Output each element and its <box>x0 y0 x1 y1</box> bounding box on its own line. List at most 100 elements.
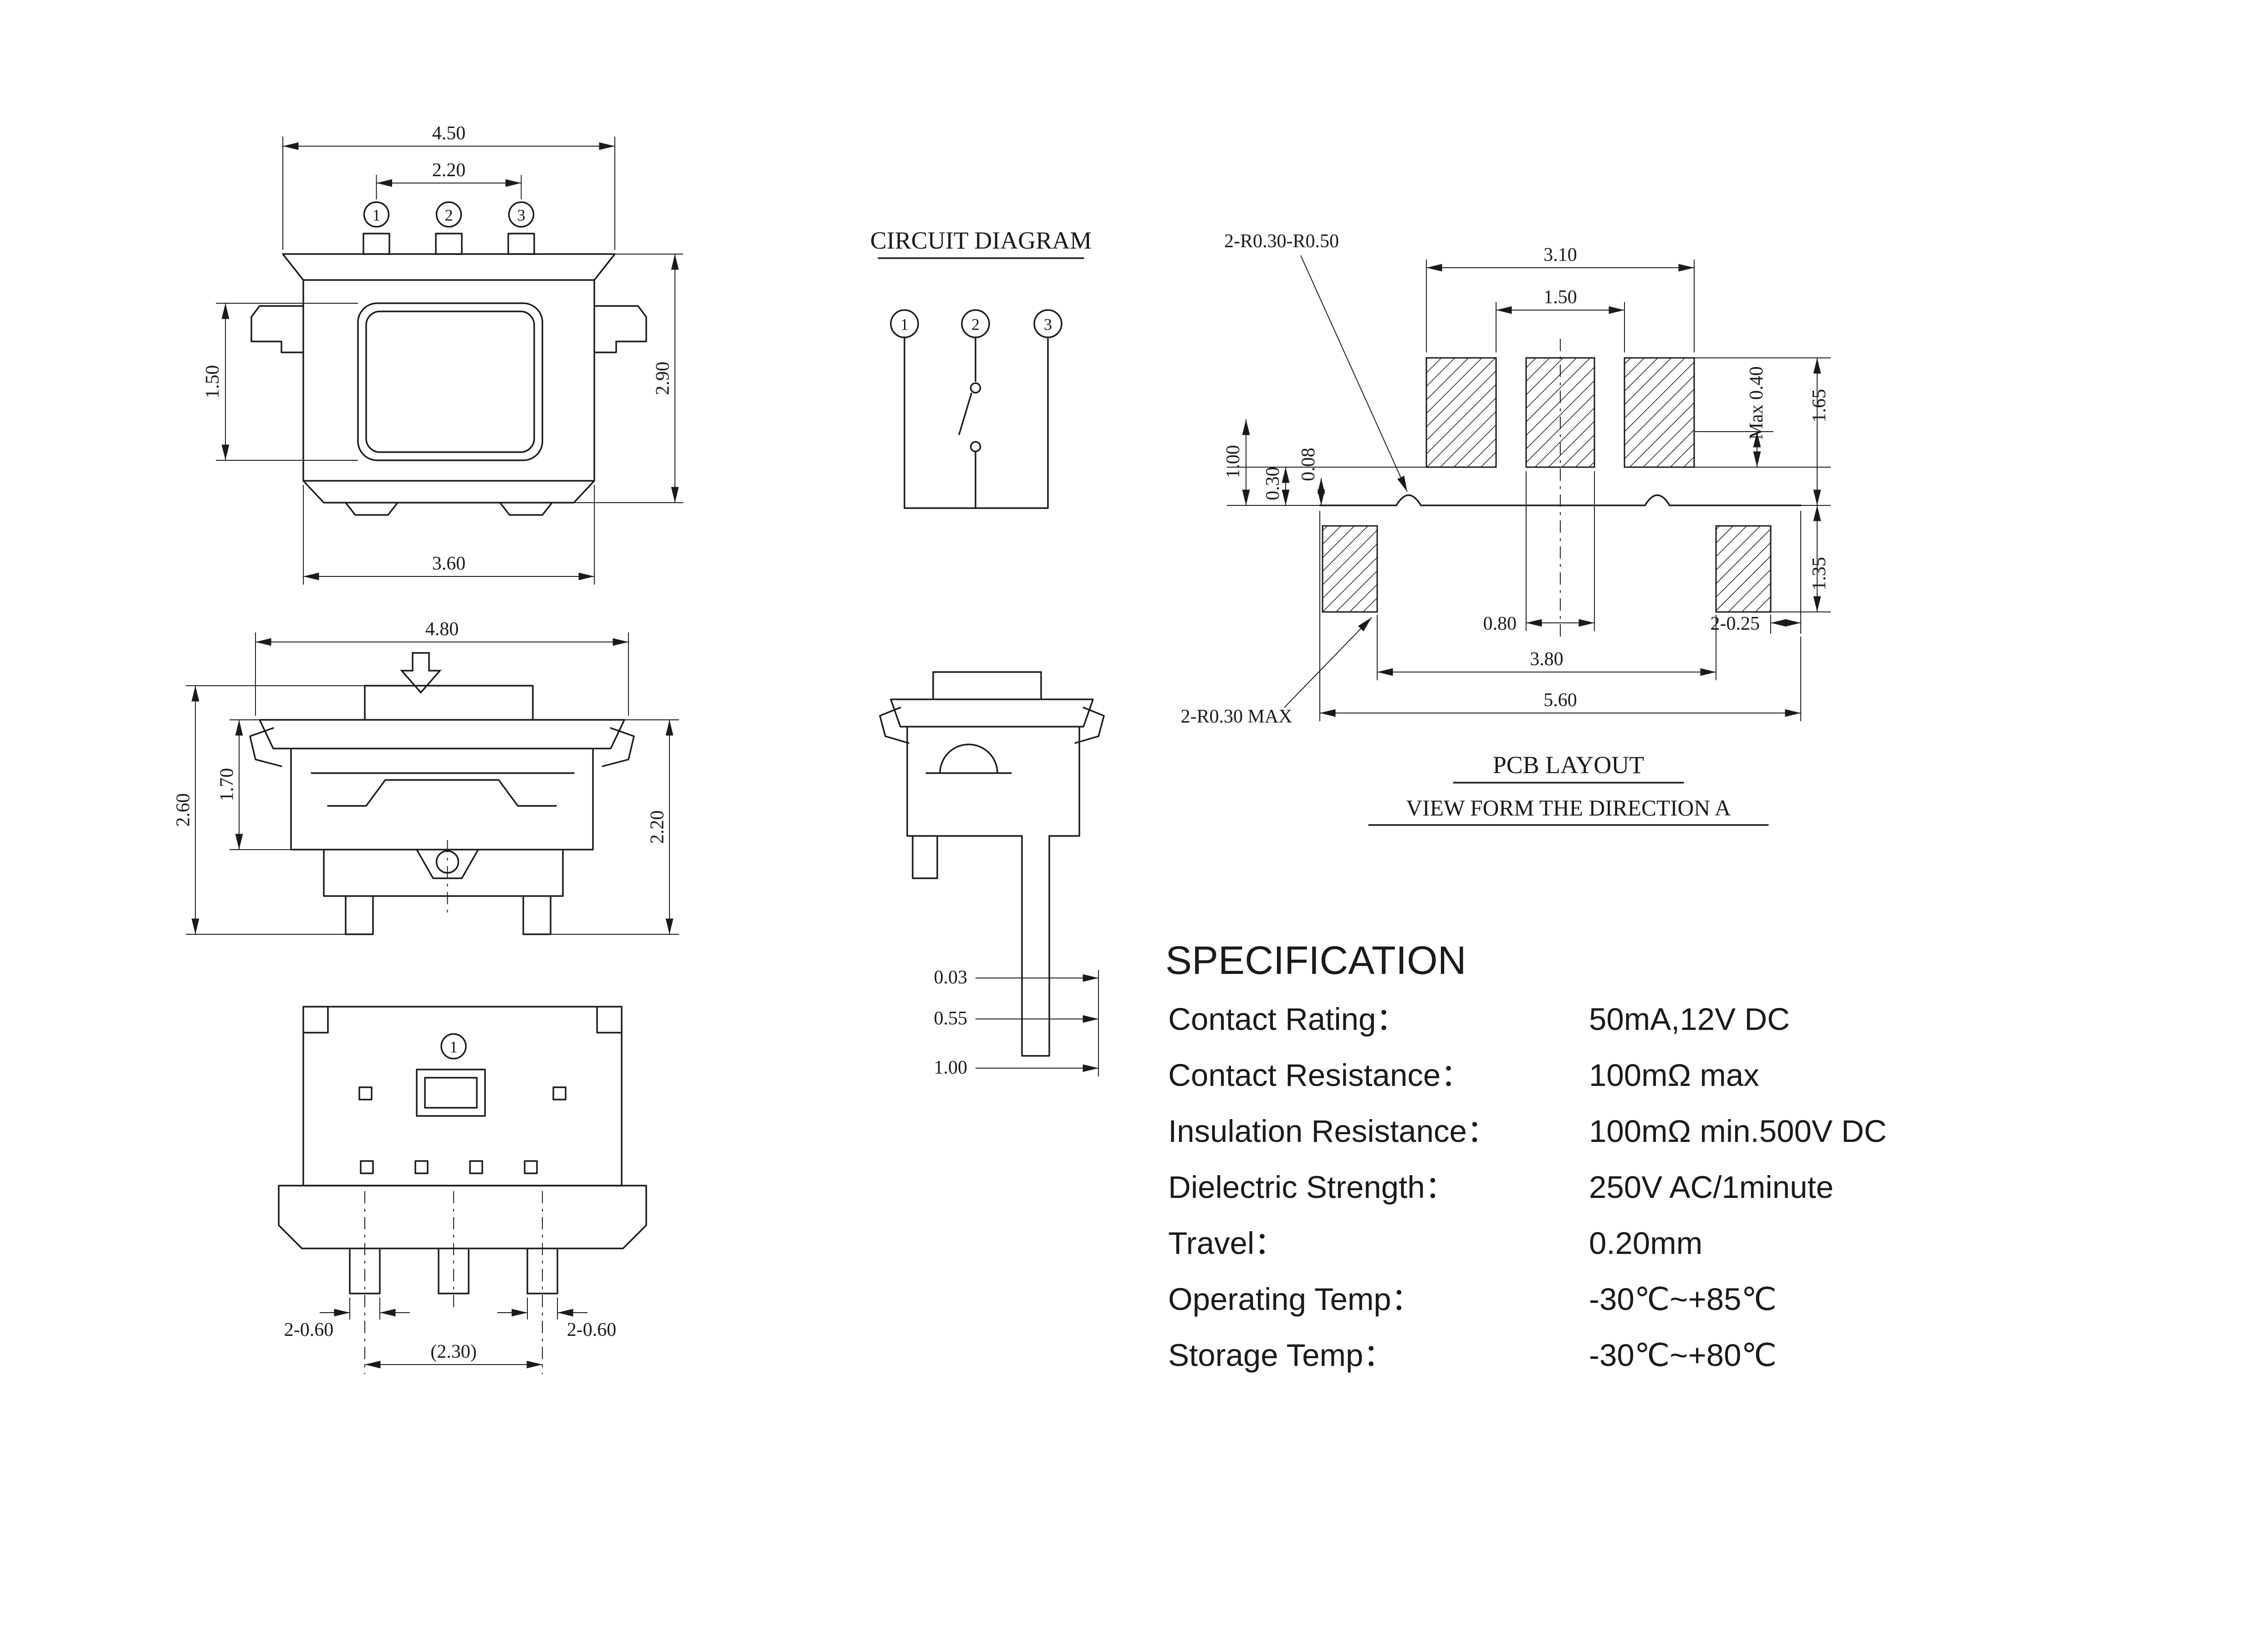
section-hook-right <box>1074 707 1105 744</box>
section-button <box>932 671 1042 700</box>
inner-contact <box>327 779 557 807</box>
housing <box>290 748 594 851</box>
dim-center-pad-width: 0.80 <box>1483 613 1517 634</box>
dim-button-height: 1.50 <box>202 365 223 399</box>
spec-row-value: -30℃~+85℃ <box>1589 1282 1777 1317</box>
terminal-1-label: 1 <box>373 206 381 224</box>
dim-housing-height: 1.70 <box>217 768 238 802</box>
leg-left <box>345 895 374 935</box>
switch-blade <box>958 392 972 435</box>
button-outer <box>357 302 543 461</box>
pad-square <box>552 1086 567 1100</box>
dim-leg-span: (2.30) <box>430 1341 476 1362</box>
dim-leg-width-left: 2-0.60 <box>284 1319 334 1340</box>
pcb-layout: 3.10 1.50 1.00 0.30 0.08 Max 0.40 1.65 1… <box>1180 231 1831 826</box>
pcb-pad-top-left <box>1425 357 1497 468</box>
dim-135: 1.35 <box>1809 557 1830 591</box>
section-housing <box>906 726 1080 837</box>
switch-contact-upper <box>970 382 981 394</box>
terminal-2-label: 2 <box>445 206 453 224</box>
dim-foot-height: 0.55 <box>934 1008 968 1029</box>
pcb-subtitle: VIEW FORM THE DIRECTION A <box>1406 795 1731 820</box>
switch-contact-lower <box>970 441 981 453</box>
circuit-terminal-1-label: 1 <box>900 316 909 334</box>
bottom-leg-center <box>438 1248 470 1294</box>
section-view: 0.03 0.55 1.00 <box>879 671 1105 1078</box>
button-inner <box>365 311 535 453</box>
pcb-pad-bottom-right <box>1715 525 1772 613</box>
dim-side-height: 2.20 <box>647 810 668 844</box>
dim-100: 1.00 <box>1223 445 1244 479</box>
dim-pad-inner-span: 1.50 <box>1543 287 1577 308</box>
bottom-view: 1 2-0.60 2-0.60 (2.30) <box>278 1006 647 1375</box>
leg-right <box>522 895 552 935</box>
bottom-leg-left <box>349 1248 381 1294</box>
pad-square <box>414 1160 429 1174</box>
dim-2x025: 2-0.25 <box>1711 613 1760 634</box>
dim-body-height: 2.90 <box>653 362 674 395</box>
dim-side-width: 4.80 <box>425 619 459 640</box>
section-plate <box>890 698 1094 728</box>
base-feet <box>345 502 553 516</box>
circuit-terminal-2-label: 2 <box>971 316 980 334</box>
terminal-tab <box>363 233 390 255</box>
dim-max-040: Max 0.40 <box>1746 367 1767 440</box>
mount-lug-left <box>250 305 304 353</box>
terminal-2-circle <box>435 201 462 228</box>
bottom-outline <box>302 1006 623 1187</box>
pcb-relief-radii <box>1395 494 1670 506</box>
mount-lug-right <box>593 305 647 353</box>
circuit-title: CIRCUIT DIAGRAM <box>870 227 1092 254</box>
dim-width-overall: 4.50 <box>432 123 466 144</box>
spec-row-value: -30℃~+80℃ <box>1589 1338 1777 1373</box>
marker-1-label: 1 <box>450 1038 458 1056</box>
spec-row-label: Storage Temp： <box>1168 1338 1395 1373</box>
spec-row-label: Operating Temp： <box>1168 1282 1423 1317</box>
spec-row-value: 50mA,12V DC <box>1589 1002 1790 1037</box>
pcb-pad-top-center <box>1525 357 1595 468</box>
dim-foot-length: 1.00 <box>934 1057 968 1078</box>
side-view: 4.80 2.60 1.70 2.20 <box>173 619 679 935</box>
dim-380: 3.80 <box>1530 649 1563 670</box>
dim-total-height: 2.60 <box>173 793 194 827</box>
section-leg-left <box>912 835 938 879</box>
terminal-tab <box>435 233 463 255</box>
spec-row-label: Contact Resistance： <box>1168 1058 1472 1093</box>
dim-base-width: 3.60 <box>432 553 466 574</box>
spec-row-label: Insulation Resistance： <box>1168 1114 1498 1149</box>
spec-row-value: 250V AC/1minute <box>1589 1170 1834 1205</box>
cover-plate <box>259 719 625 749</box>
switch-base <box>302 480 595 504</box>
spec-row-label: Contact Rating： <box>1168 1002 1407 1037</box>
pcb-pad-top-right <box>1624 357 1695 468</box>
button-profile <box>364 685 534 721</box>
bottom-base <box>278 1185 647 1249</box>
dim-pad-outer-span: 3.10 <box>1543 244 1577 265</box>
leader-radii-top: 2-R0.30-R0.50 <box>1224 231 1339 252</box>
spec-row-value: 0.20mm <box>1589 1226 1702 1261</box>
spec-row-label: Dielectric Strength： <box>1168 1170 1456 1205</box>
center-window-inner <box>424 1077 478 1109</box>
switch-top-cap <box>282 253 616 281</box>
circuit-diagram: CIRCUIT DIAGRAM 1 2 3 <box>870 227 1092 509</box>
spec-title: SPECIFICATION <box>1165 938 1466 983</box>
pad-square <box>360 1160 374 1174</box>
contact-dome <box>939 744 998 774</box>
dim-560: 5.60 <box>1543 690 1577 711</box>
direction-a-arrow-icon <box>400 652 442 694</box>
marker-1-circle <box>440 1033 467 1060</box>
section-hook-left <box>879 707 909 744</box>
terminal-1-circle <box>363 201 390 228</box>
pcb-pad-bottom-left <box>1322 525 1378 613</box>
spec-row-value: 100mΩ max <box>1589 1058 1759 1093</box>
switch-body-sides <box>302 279 595 482</box>
hook-left <box>249 727 282 767</box>
section-leg-right <box>1021 835 1050 1057</box>
pad-square <box>524 1160 538 1174</box>
circuit-terminal-3-label: 3 <box>1044 316 1052 334</box>
specification: SPECIFICATION Contact Rating： 50mA,12V D… <box>1165 938 1887 1373</box>
spec-row-value: 100mΩ min.500V DC <box>1589 1114 1887 1149</box>
bottom-leg-right <box>526 1248 558 1294</box>
